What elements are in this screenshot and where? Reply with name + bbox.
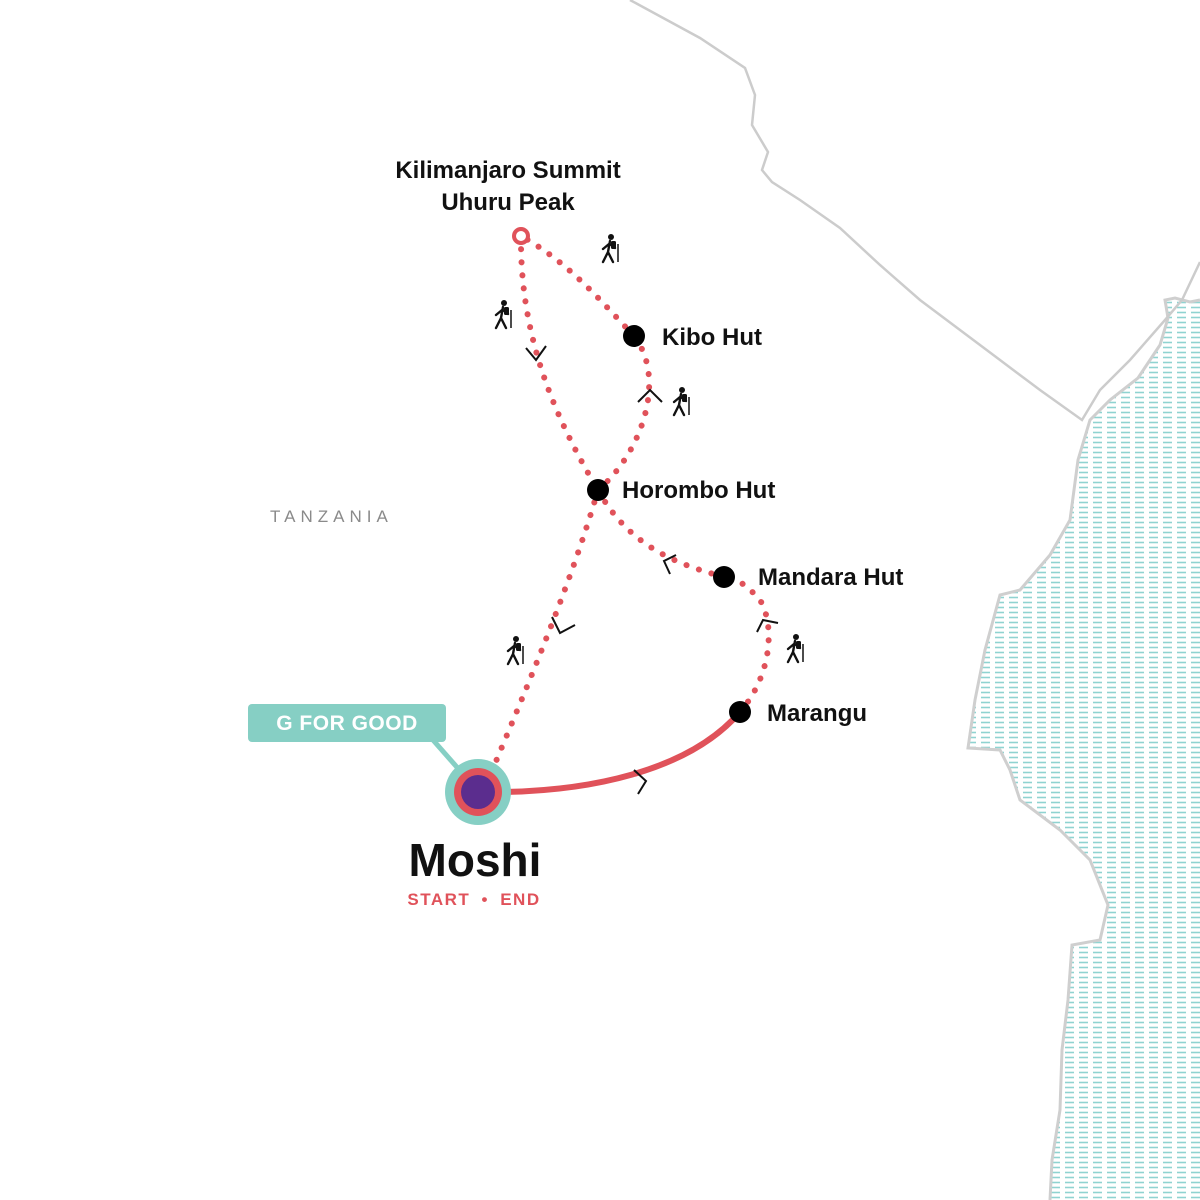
route-trek-up-1 — [721, 574, 772, 715]
stop-marker-icon — [729, 701, 751, 723]
stop-label-mandara: Mandara Hut — [758, 564, 903, 591]
start-note: START — [407, 890, 470, 909]
start-marker-core-icon — [461, 775, 495, 809]
direction-arrow-icon — [662, 554, 677, 575]
hiker-icon — [506, 634, 525, 666]
hiker-icon — [786, 632, 805, 664]
direction-arrow-icon — [637, 388, 663, 403]
route-trek-down-2 — [491, 487, 601, 769]
route-drive — [475, 709, 743, 796]
stop-marker-icon — [623, 325, 645, 347]
start-end-note: START • END — [407, 890, 540, 909]
start-city-label: Moshi — [409, 834, 542, 886]
direction-arrow-icon — [551, 616, 576, 635]
note-separator: • — [482, 890, 489, 909]
stop-marker-icon — [587, 479, 609, 501]
route-trek-up-2 — [595, 487, 727, 580]
g-for-good-badge-label: G FOR GOOD — [276, 712, 418, 735]
direction-arrow-icon — [756, 618, 779, 633]
country-border — [629, 0, 1200, 422]
route-trek-summit — [518, 233, 637, 339]
stop-marker-icon — [713, 566, 735, 588]
coastline-edge — [966, 296, 1200, 1200]
stop-label-marangu: Marangu — [767, 700, 867, 727]
summit-label-line1: Kilimanjaro Summit — [395, 157, 620, 184]
direction-arrow-icon — [525, 345, 547, 362]
direction-arrow-icon — [633, 769, 648, 795]
summit-marker-icon — [512, 227, 530, 245]
route-trek-down-1 — [517, 233, 601, 493]
stop-label-horombo: Horombo Hut — [622, 477, 775, 504]
hiker-icon — [672, 385, 691, 417]
end-note: END — [500, 890, 540, 909]
route-trek-up-3 — [595, 333, 653, 493]
coastline-water — [968, 298, 1200, 1200]
summit-label-line2: Uhuru Peak — [441, 189, 575, 216]
hiker-icon — [601, 232, 620, 264]
stop-label-kibo: Kibo Hut — [662, 324, 762, 351]
g-for-good-badge — [248, 704, 446, 742]
country-label: TANZANIA — [270, 507, 393, 526]
hiker-icon — [494, 298, 513, 330]
